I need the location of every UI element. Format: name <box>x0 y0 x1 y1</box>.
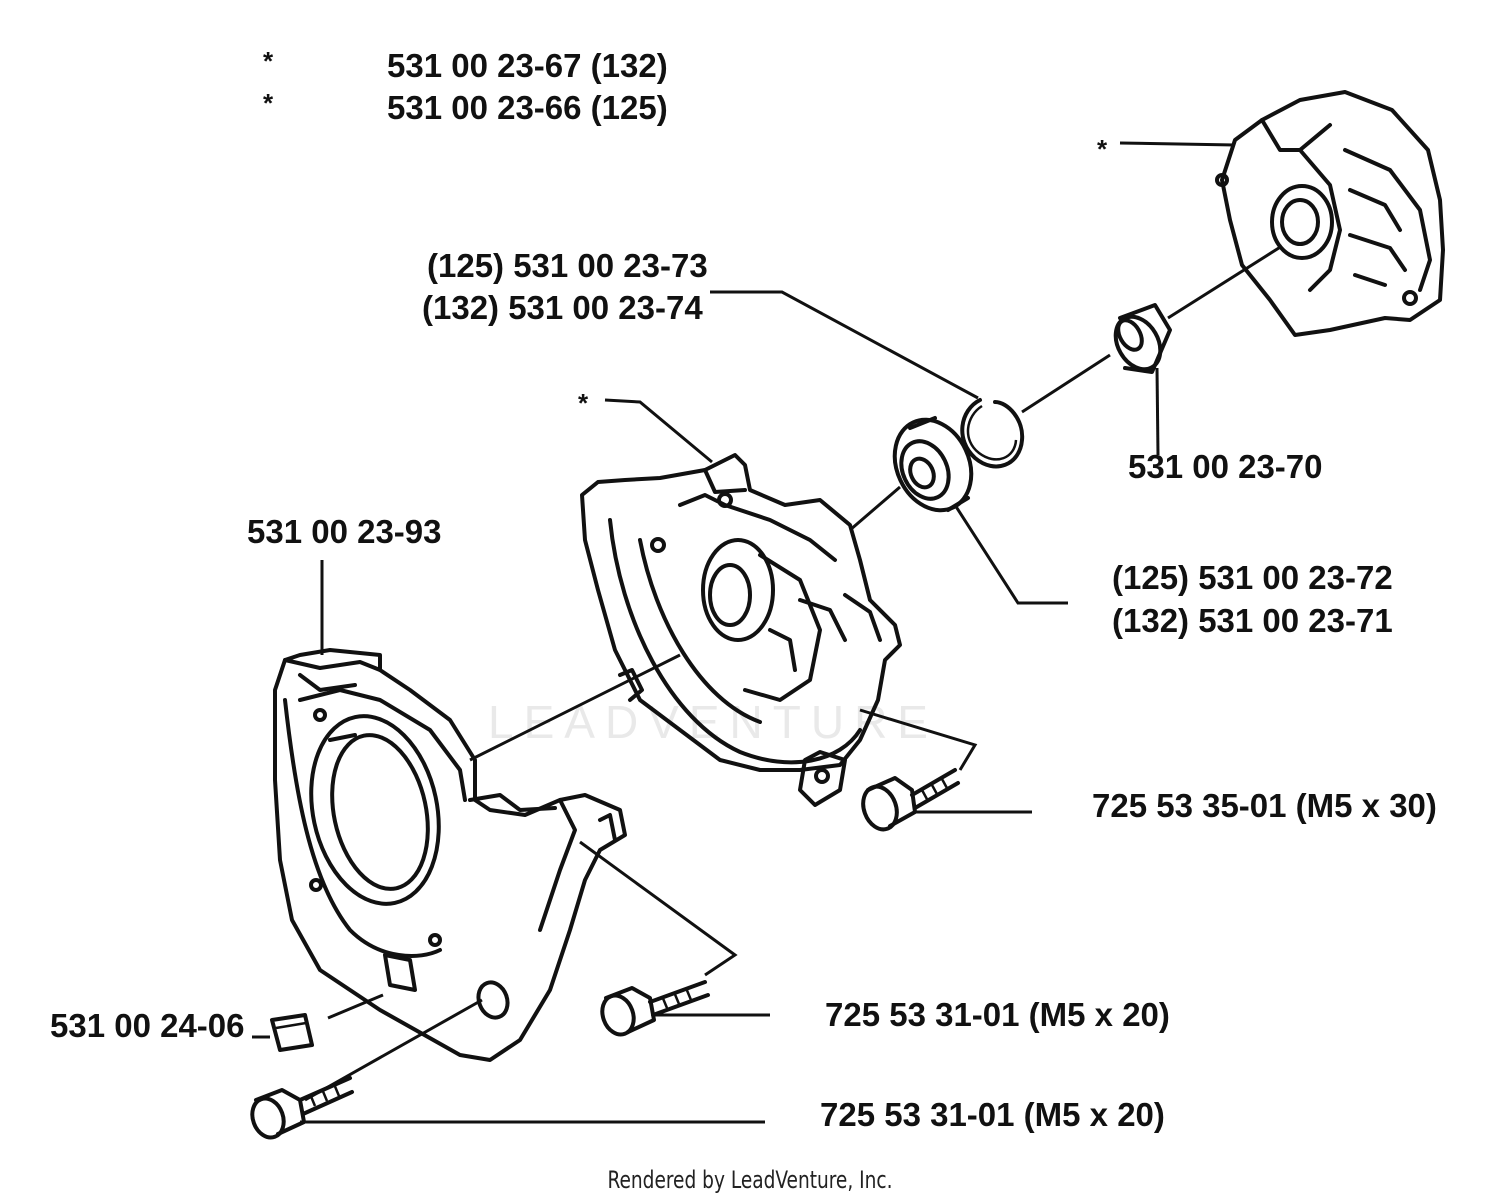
header-note-1-marker: * <box>263 46 274 76</box>
header-note-2-marker: * <box>263 88 274 118</box>
crankcase-half-center <box>580 453 902 807</box>
cover <box>273 648 627 1062</box>
label-circlip-1: (125) 531 00 23-73 <box>427 247 708 284</box>
screw-m5x20-a <box>600 980 710 1037</box>
label-circlip-2: (132) 531 00 23-74 <box>422 289 703 326</box>
label-screw-m5x20-b: 725 53 31-01 (M5 x 20) <box>820 1096 1165 1133</box>
label-seal: 531 00 23-70 <box>1128 448 1323 485</box>
header-note-1: 531 00 23-67 (132) <box>387 47 668 84</box>
footer-credit: Rendered by LeadVenture, Inc. <box>607 1166 893 1194</box>
label-cover: 531 00 23-93 <box>247 513 442 550</box>
seal <box>1113 303 1172 374</box>
crankcase-half-right <box>1215 90 1445 337</box>
screw-m5x20-b <box>250 1076 354 1140</box>
label-screw-m5x20-a: 725 53 31-01 (M5 x 20) <box>825 996 1170 1033</box>
label-bearing-1: (125) 531 00 23-72 <box>1112 559 1393 596</box>
label-small-part: 531 00 24-06 <box>50 1007 245 1044</box>
watermark: LEADVENTURE <box>488 696 938 748</box>
screw-m5x30 <box>861 768 960 832</box>
label-screw-m5x30: 725 53 35-01 (M5 x 30) <box>1092 787 1437 824</box>
star-center-case: * <box>578 388 589 418</box>
circlip <box>960 398 1025 469</box>
bearing <box>892 416 974 513</box>
header-note-2: 531 00 23-66 (125) <box>387 89 668 126</box>
star-right-case: * <box>1097 134 1108 164</box>
small-part <box>270 1013 314 1052</box>
label-bearing-2: (132) 531 00 23-71 <box>1112 602 1393 639</box>
